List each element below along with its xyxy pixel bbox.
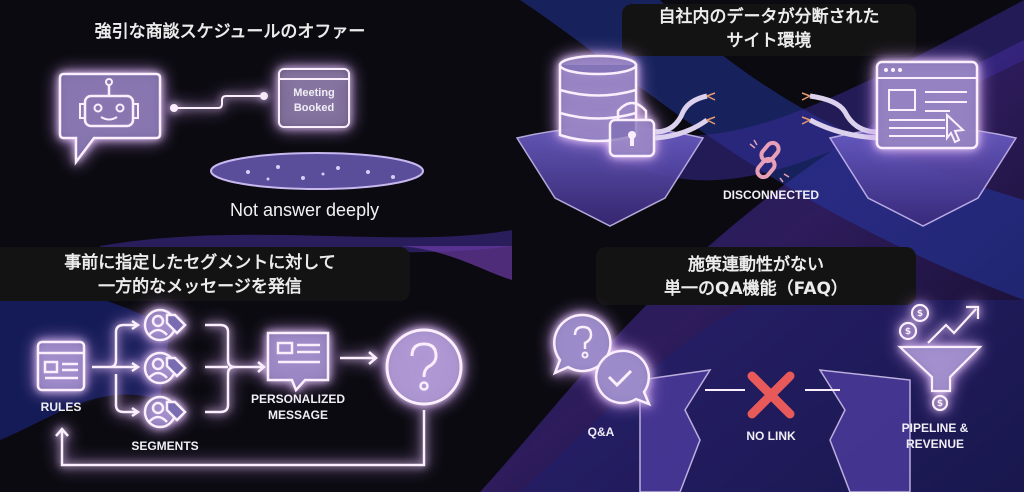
calendar-icon: Meeting Booked xyxy=(278,68,350,128)
cliffs xyxy=(639,369,911,492)
label-line-2: REVENUE xyxy=(905,437,964,451)
title-line-2: 単一のQA機能（FAQ） xyxy=(664,279,848,299)
calendar-text-meeting: Meeting xyxy=(293,87,335,99)
no-link-label: NO LINK xyxy=(746,429,796,443)
segment-flow-diagram xyxy=(36,308,463,467)
chatbot-icon xyxy=(58,72,162,166)
title-line-2: サイト環境 xyxy=(726,31,812,51)
panel-title-scheduling: 強引な商談スケジュールのオファー xyxy=(94,22,366,42)
website-browser-icon xyxy=(875,60,979,150)
title-line-1: 施策連動性がない xyxy=(688,255,824,275)
label-line-1: PIPELINE & xyxy=(901,421,969,435)
database-lock-icon xyxy=(558,54,656,158)
cut-cable-right xyxy=(801,92,879,141)
no-link-x-icon xyxy=(747,371,795,419)
svg-text:$: $ xyxy=(937,399,943,409)
revenue-funnel-icon: $ $ $ xyxy=(897,303,983,412)
title-line-2: 一方的なメッセージを発信 xyxy=(98,277,302,297)
title-line-1: 自社内のデータが分断された xyxy=(658,7,880,27)
calendar-text-booked: Booked xyxy=(293,102,335,114)
caption-not-answer-deeply: Not answer deeply xyxy=(230,200,380,220)
title-box xyxy=(622,4,916,56)
panel-title-faq: 施策連動性がない 単一のQA機能（FAQ） xyxy=(596,253,916,301)
pipeline-revenue-label: PIPELINE & REVENUE xyxy=(902,420,969,452)
rules-label: RULES xyxy=(40,400,82,414)
shallow-pool-icon xyxy=(210,152,424,190)
qa-bubbles-icon xyxy=(552,313,652,407)
disconnected-label: DISCONNECTED xyxy=(722,188,820,202)
panel-title-data-silo: 自社内のデータが分断された サイト環境 xyxy=(622,5,916,53)
svg-text:$: $ xyxy=(905,327,911,337)
segments-label: SEGMENTS xyxy=(131,439,199,453)
title-box xyxy=(596,247,916,305)
title-box xyxy=(0,247,410,301)
qa-label: Q&A xyxy=(587,425,615,439)
personalized-message-label: PERSONALIZED MESSAGE xyxy=(251,391,345,423)
label-line-2: MESSAGE xyxy=(267,408,329,422)
broken-link-icon xyxy=(749,139,790,183)
panel-title-segments: 事前に指定したセグメントに対して 一方的なメッセージを発信 xyxy=(30,251,370,299)
cut-cable-left xyxy=(654,92,716,141)
svg-text:$: $ xyxy=(917,309,923,319)
connector-line xyxy=(170,92,268,112)
title-line-1: 事前に指定したセグメントに対して xyxy=(64,253,336,273)
label-line-1: PERSONALIZED xyxy=(250,392,346,406)
